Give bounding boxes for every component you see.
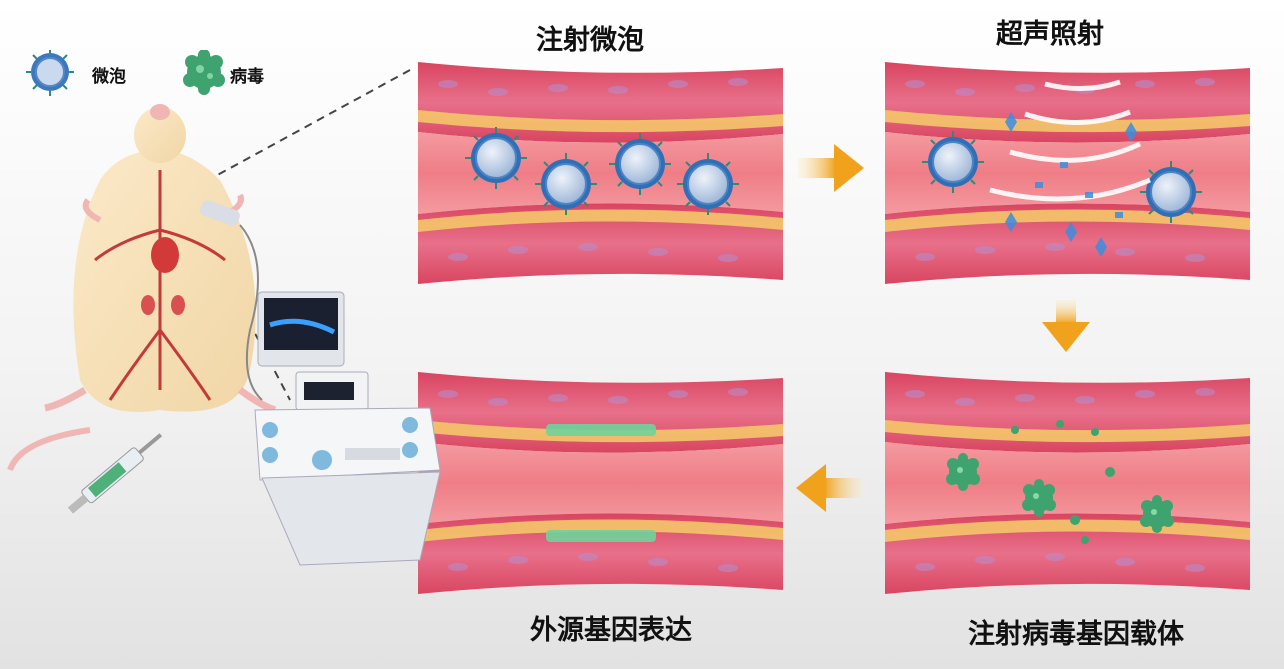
arrow-left bbox=[796, 464, 862, 512]
arrow-down bbox=[1042, 300, 1090, 352]
vessel-viral-vector bbox=[885, 372, 1250, 594]
ultrasound-machine bbox=[255, 292, 440, 565]
arrow-right bbox=[798, 144, 864, 192]
vessel-ultrasound bbox=[885, 62, 1250, 284]
vessel-inject-microbubbles bbox=[418, 62, 783, 284]
vessel-gene-expression bbox=[418, 372, 783, 594]
